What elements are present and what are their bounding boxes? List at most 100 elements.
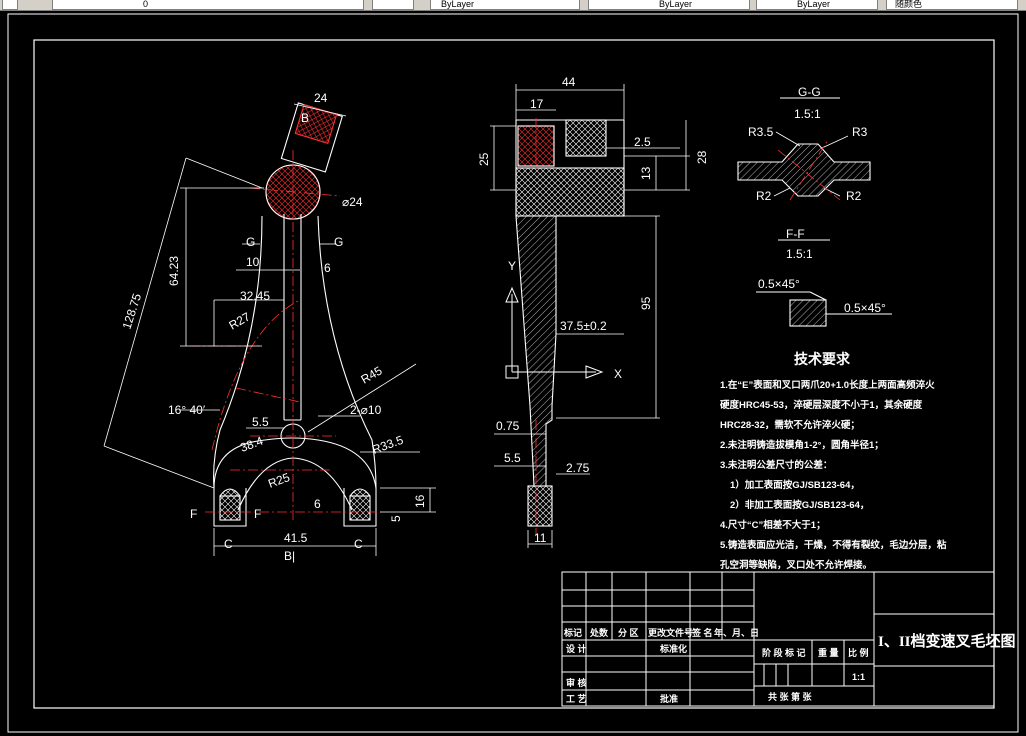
section-f-chamfer1: 0.5×45° [758, 277, 800, 291]
tb-approve: 批准 [660, 693, 678, 704]
dim-13: 13 [639, 166, 653, 180]
tech-requirements: 技术要求 1.在“E”表面和叉口两爪20+1.0长度上两面高频淬火 硬度HRC4… [720, 351, 947, 571]
tech-line: 4.尺寸“C”相差不大于1； [720, 519, 826, 531]
section-g-r2-left: R2 [756, 189, 772, 203]
tech-line: 3.未注明公差尺寸的公差： [720, 459, 832, 471]
tb-sign: 签 名 [691, 627, 713, 638]
section-g-scale: 1.5:1 [794, 107, 821, 121]
dim-r33-5: R33.5 [370, 433, 405, 457]
tech-line: 孔空洞等缺陷，叉口处不允许焊接。 [720, 559, 872, 571]
lineweight-value: ByLayer [797, 0, 831, 9]
dim-28: 28 [695, 150, 709, 164]
tech-line: 5.铸造表面应光洁，干燥，不得有裂纹，毛边分层，粘 [720, 539, 947, 551]
drawing-svg: 24 B ⌀24 64.23 128.75 G G 10 6 32.45 R27… [7, 13, 1019, 733]
tb-date: 年、月、日 [714, 627, 759, 638]
linetype-value: ByLayer [659, 0, 693, 9]
dim-2-5: 2.5 [634, 135, 651, 149]
outer-frame [7, 13, 1019, 733]
section-g-r3: R3 [852, 125, 868, 139]
tb-std: 标准化 [659, 643, 687, 654]
plotstyle-value: 随颜色 [895, 0, 923, 9]
lineweight-dropdown[interactable]: ByLayer [756, 0, 878, 10]
section-f-scale: 1.5:1 [786, 247, 813, 261]
title-block [561, 571, 995, 707]
dim-25: 25 [477, 152, 491, 166]
dim-38-4: 38.4 [238, 434, 265, 455]
dim-r27: R27 [227, 309, 253, 332]
tb-scale: 1:1 [852, 672, 865, 682]
section-g-centerline [777, 139, 841, 201]
tb-process: 工 艺 [566, 693, 587, 704]
section-g-title: G-G [798, 85, 821, 99]
tb-ratio: 比 例 [848, 647, 869, 658]
tech-line: 1.在“E”表面和叉口两爪20+1.0长度上两面高频淬火 [720, 379, 935, 391]
dim-128-75: 128.75 [120, 291, 145, 331]
color-dropdown[interactable]: ByLayer [430, 0, 580, 10]
tb-mark: 标记 [563, 627, 582, 638]
dim-2-75: 2.75 [566, 461, 590, 475]
dim-10: 10 [246, 255, 260, 269]
label-g-right: G [334, 235, 343, 249]
section-g-labels: G-G 1.5:1 R3.5 R3 R2 R2 [748, 85, 868, 203]
section-f-title: F-F [786, 227, 805, 241]
dim-32-45: 32.45 [240, 289, 270, 303]
label-b-bottom: B| [284, 549, 295, 563]
label-c-right: C [354, 537, 363, 551]
inner-frame [33, 39, 995, 709]
drawing-canvas[interactable]: 24 B ⌀24 64.23 128.75 G G 10 6 32.45 R27… [0, 10, 1026, 736]
dim-r45: R45 [359, 363, 385, 386]
dim-17: 17 [530, 97, 544, 111]
section-f [756, 239, 892, 327]
tech-line: 硬度HRC45-53，淬硬层深度不小于1，其余硬度 [720, 399, 923, 411]
dim-95: 95 [639, 296, 653, 310]
middle-view-labels: 44 17 25 2.5 28 13 95 37.5±0.2 0.75 5.5 … [477, 75, 709, 545]
tb-design: 设 计 [566, 643, 587, 654]
dim-41-5: 41.5 [284, 531, 308, 545]
tb-zone: 分 区 [618, 627, 639, 638]
layer-manager-icon[interactable] [2, 0, 18, 10]
plotstyle-dropdown[interactable]: 随颜色 [886, 0, 1018, 10]
drawing-title: I、II档变速叉毛坯图 [878, 632, 1016, 650]
title-block-labels: I、II档变速叉毛坯图 标记 处数 分 区 更改文件号 签 名 年、月、日 设 … [563, 627, 1016, 704]
label-g-left: G [246, 235, 255, 249]
tb-stage: 阶 段 标 记 [762, 647, 806, 658]
tb-sheets: 共 张 第 张 [768, 691, 813, 702]
section-f-labels: F-F 1.5:1 0.5×45° 0.5×45° [758, 227, 886, 315]
tb-doc: 更改文件号 [648, 627, 693, 638]
dim-24: 24 [314, 91, 328, 105]
ucs-axes [505, 286, 604, 379]
section-g [737, 97, 871, 197]
dim-holes: 2-⌀10 [350, 403, 382, 417]
layer-dropdown[interactable]: 0 [52, 0, 364, 10]
dim-16: 16 [413, 494, 427, 508]
dim-dia24: ⌀24 [342, 195, 363, 209]
label-f-mid: F [254, 507, 261, 521]
layer-tools-icon[interactable] [372, 0, 414, 10]
tech-heading: 技术要求 [794, 351, 851, 367]
section-g-r2-right: R2 [846, 189, 862, 203]
tb-check: 审 核 [566, 677, 587, 688]
color-value: ByLayer [441, 0, 475, 9]
middle-dim-lines [490, 84, 690, 548]
left-view-labels: 24 B ⌀24 64.23 128.75 G G 10 6 32.45 R27… [120, 91, 427, 563]
tech-line: 2）非加工表面按GJ/SB123-64， [730, 499, 869, 511]
middle-view [515, 119, 625, 527]
tech-line: 1）加工表面按GJ/SB123-64， [730, 479, 860, 491]
axis-y-label: Y [508, 259, 516, 273]
dim-44: 44 [562, 75, 576, 89]
dim-5-5: 5.5 [252, 415, 269, 429]
tb-count: 处数 [589, 627, 609, 638]
dim-11: 11 [534, 531, 547, 545]
cad-toolbar: 0 ByLayer ByLayer ByLayer 随颜色 [0, 0, 1026, 11]
linetype-dropdown[interactable]: ByLayer [588, 0, 750, 10]
tech-line: HRC28-32，需软不允许淬火硬； [720, 419, 860, 431]
tb-weight: 重 量 [818, 647, 839, 658]
tech-line: 2.未注明铸造拔模角1-2°，圆角半径1； [720, 439, 884, 451]
dim-37-5: 37.5±0.2 [560, 319, 607, 333]
axis-x-label: X [614, 367, 622, 381]
section-g-r3-5: R3.5 [748, 125, 774, 139]
dim-64-23: 64.23 [167, 256, 181, 286]
label-c-left: C [224, 537, 233, 551]
dim-r25: R25 [266, 470, 292, 491]
label-f-left: F [190, 507, 197, 521]
